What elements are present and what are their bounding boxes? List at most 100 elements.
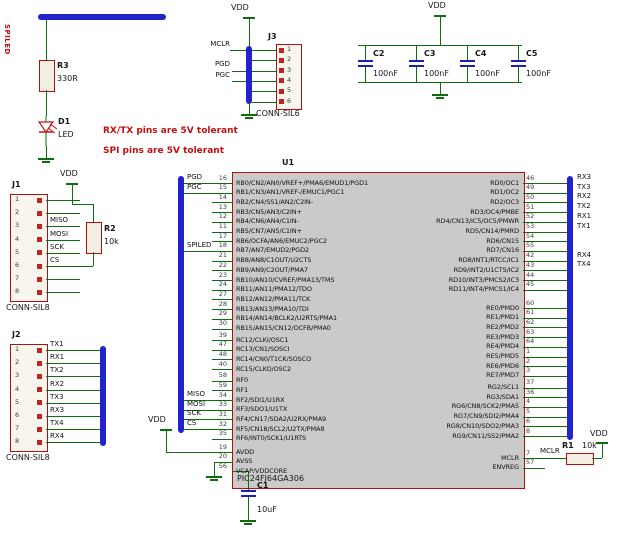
wire [252, 70, 276, 72]
wire [46, 146, 47, 158]
capacitor-c5[interactable] [511, 60, 526, 62]
u1-pin-name: RB2/CN4/SS1/AN2/C2IN- [236, 197, 313, 206]
capacitor-c3[interactable] [409, 60, 424, 62]
resistor-r3[interactable] [39, 60, 55, 92]
connector-pin-number: 1 [287, 45, 292, 53]
net-label: SPILED [187, 240, 212, 249]
net-label: TX2 [50, 366, 64, 375]
connector-pin-square [37, 373, 42, 379]
resistor-r1[interactable] [566, 453, 594, 465]
cap-ref: C5 [526, 49, 538, 58]
vdd-power-icon [243, 17, 255, 19]
connector-pin-square [37, 289, 42, 295]
vdd-power-icon [160, 429, 172, 431]
u1-pin-name: RF3/SDO1/U1TX [236, 405, 288, 414]
capacitor-c1[interactable] [241, 495, 256, 497]
u1-pin-name: RB7/AN7/EMUD2/PGD2 [236, 246, 310, 255]
wire [46, 239, 80, 241]
capacitor-c4[interactable] [460, 65, 475, 67]
u1-pin-number: 1 [526, 347, 531, 355]
net-label: MISO [187, 390, 206, 398]
u1-pin-stub [212, 309, 232, 311]
net-label: RX4 [577, 250, 592, 259]
connector-pin-number: 1 [15, 195, 20, 203]
u1-pin-number: 8 [526, 426, 531, 435]
left-bus-bar [178, 176, 184, 433]
wire [46, 363, 100, 365]
wire [248, 497, 249, 520]
net-label: RX4 [50, 432, 65, 441]
u1-pin-number: 56 [218, 461, 227, 470]
net-label: MOSI [50, 229, 69, 238]
j3-ref: J3 [268, 32, 277, 41]
wire [214, 461, 232, 463]
u1-pin-number: 33 [218, 400, 227, 409]
u1-chip-body[interactable] [232, 172, 525, 489]
capacitor-c5[interactable] [511, 65, 526, 67]
wire [523, 241, 567, 243]
vdd-label: VDD [148, 415, 166, 424]
capacitor-c3[interactable] [409, 65, 424, 67]
capacitor-c2[interactable] [358, 60, 373, 62]
wire [365, 45, 366, 60]
net-label: PGC [187, 182, 202, 191]
connector-pin-square [279, 99, 284, 104]
capacitor-c1[interactable] [241, 490, 256, 492]
r2-ref: R2 [104, 224, 116, 233]
u1-pin-number: 14 [218, 192, 227, 201]
net-label: CS [187, 419, 197, 428]
u1-pin-name: RC13/CN1/SOSCI [236, 345, 290, 354]
u1-pin-name: RB14/AN14/BCLK2/U2RTS/PMA1 [236, 314, 338, 323]
wire [440, 82, 441, 94]
u1-pin-number: 20 [218, 452, 227, 461]
wire [252, 80, 276, 82]
wire [184, 429, 232, 431]
wire [46, 429, 100, 431]
u1-pin-stub [212, 241, 232, 243]
u1-pin-number: 53 [526, 222, 535, 230]
u1-pin-name: RB10/AN10/CVREF/PMA13/TMS [236, 275, 335, 284]
spiled-bus-bar [38, 14, 166, 20]
led-d1-symbol[interactable] [34, 116, 60, 146]
wire [467, 67, 468, 82]
net-label: SCK [187, 409, 201, 418]
u1-pin-name: RB11/AN11/PMA12/TDO [236, 285, 312, 294]
u1-pin-name: RC14/CN0/T1CK/SOSCO [236, 354, 312, 363]
connector-pin-square [37, 413, 42, 419]
connector-pin-number: 3 [15, 221, 20, 230]
u1-pin-stub [212, 289, 232, 291]
u1-pin-number: 28 [218, 299, 227, 308]
wire [46, 376, 100, 378]
connector-pin-number: 8 [15, 287, 20, 296]
resistor-r2[interactable] [86, 222, 102, 254]
r1-ref: R1 [562, 441, 574, 450]
u1-pin-number: 13 [218, 202, 227, 211]
wire [523, 397, 567, 399]
net-label: TX3 [50, 392, 64, 401]
wire [523, 183, 567, 184]
c1-ref: C1 [257, 481, 269, 490]
net-label-pgd: PGD [214, 60, 230, 68]
u1-pin-stub [212, 369, 232, 371]
connector-pin-number: 4 [287, 75, 292, 84]
wire [523, 250, 567, 252]
j2-value: CONN-SIL8 [6, 453, 50, 462]
capacitor-c2[interactable] [358, 65, 373, 67]
u1-pin-name: RD10/INT3/PMCS2/IC3 [448, 275, 519, 284]
net-label: MOSI [187, 399, 206, 408]
u1-pin-number: 22 [218, 260, 227, 269]
u1-pin-number: 64 [526, 337, 535, 346]
net-label: RX2 [577, 192, 592, 201]
u1-pin-stub [212, 359, 232, 361]
net-label: TX1 [50, 340, 64, 348]
connector-pin-square [37, 439, 42, 445]
u1-pin-number: 60 [526, 298, 535, 307]
wire [523, 327, 567, 329]
u1-pin-name: RD4/CN13/IC5/OC5/PMWR [436, 217, 519, 226]
wire [518, 67, 519, 82]
wire [46, 200, 80, 201]
u1-pin-stub [212, 380, 232, 382]
capacitor-c4[interactable] [460, 60, 475, 62]
wire [523, 426, 567, 428]
u1-pin-name: RG7/CN9/SDI2/PMA4 [453, 412, 519, 421]
